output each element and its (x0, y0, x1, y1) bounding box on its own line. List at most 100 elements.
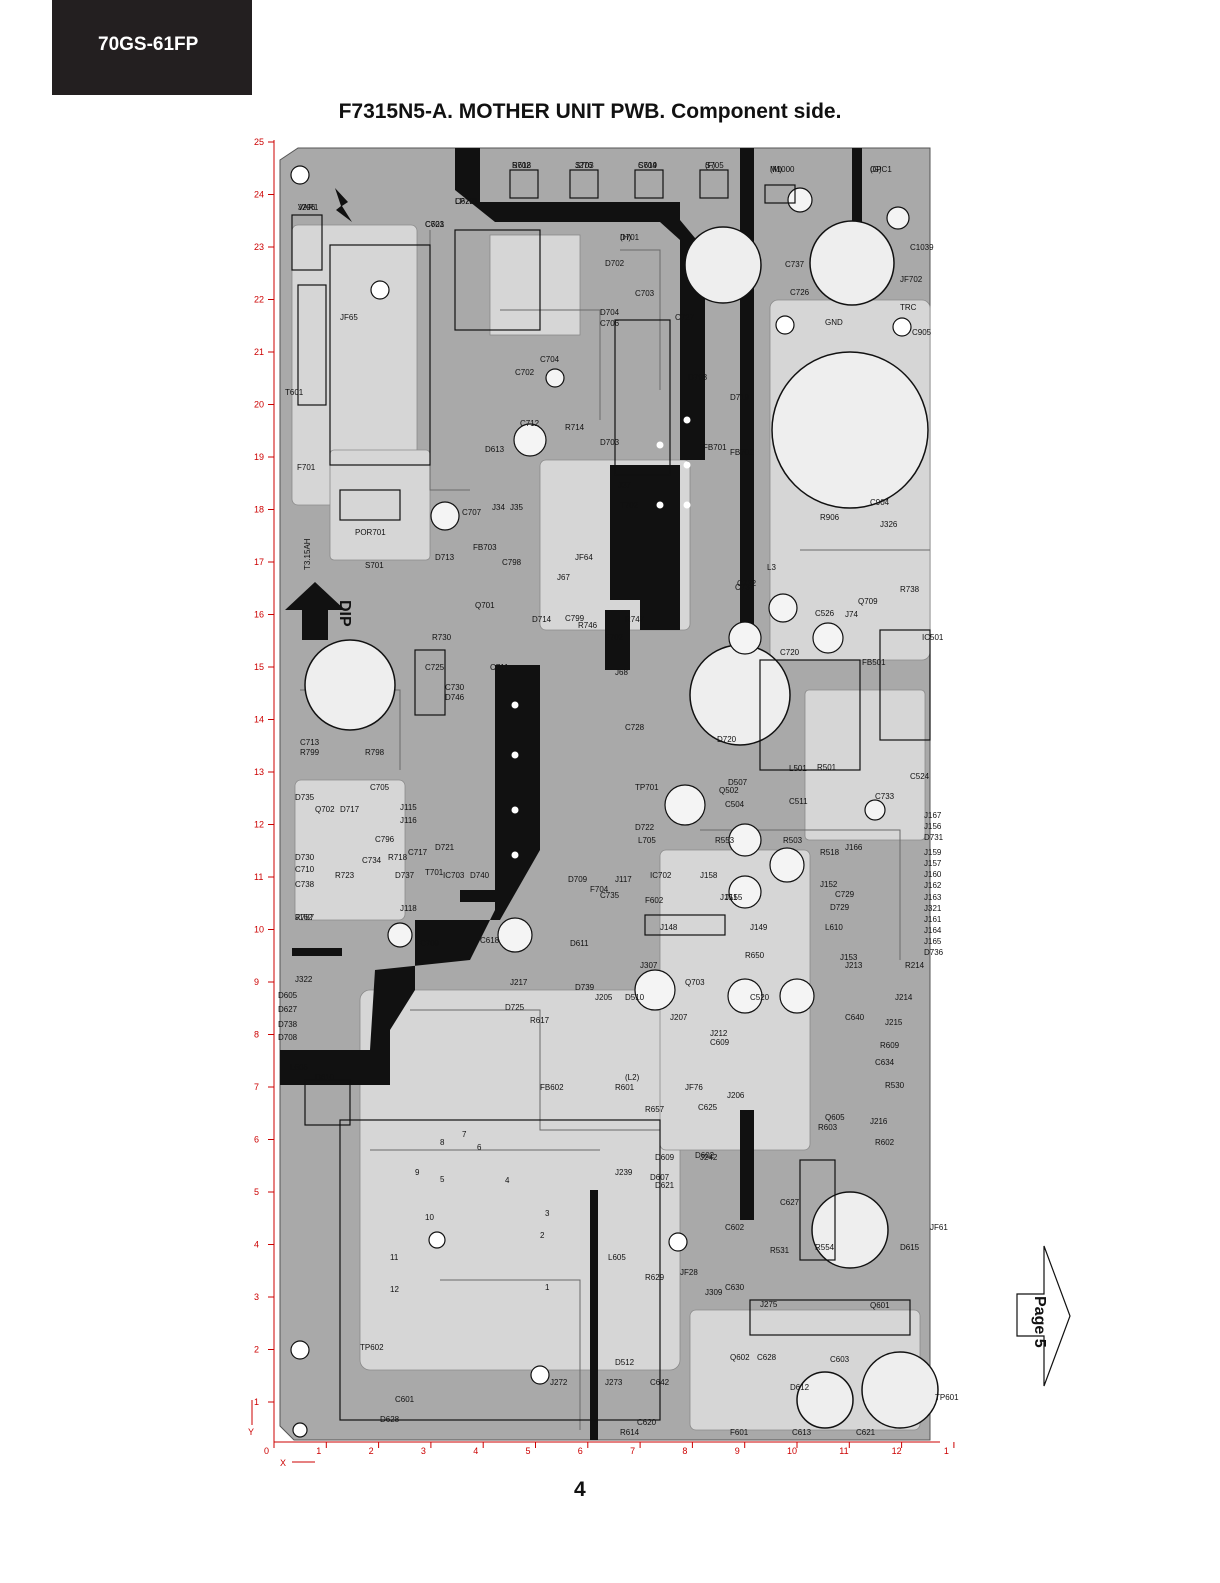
component-ref-label: C729 (835, 890, 855, 899)
component-ref-label: J34 (492, 503, 505, 512)
component-ref-label: FB703 (473, 543, 497, 552)
component-ref-label: TP602 (360, 1343, 384, 1352)
component-ref-label: C712 (520, 419, 540, 428)
component-ref-label: D613 (485, 445, 505, 454)
component-ref-label: D605 (278, 991, 298, 1000)
component-ref-label: (G) (870, 165, 882, 174)
component-ref-label: FB501 (862, 658, 886, 667)
component-ref-label: J157 (924, 859, 942, 868)
y-tick-label: 11 (254, 872, 263, 882)
x-tick-label: 7 (630, 1446, 635, 1456)
component-ref-label: J152 (820, 880, 838, 889)
component-ref-label: J214 (895, 993, 913, 1002)
component-ref-label: R799 (300, 748, 320, 757)
fuse-rating-marking: T3.15AH (303, 538, 312, 570)
x-tick-label: 3 (421, 1446, 426, 1456)
component-ref-label: J117 (615, 875, 632, 884)
component-ref-label: L705 (638, 836, 656, 845)
component-ref-label: J160 (924, 870, 942, 879)
component-ref-label: J322 (295, 975, 313, 984)
component-ref-label: C602 (725, 1223, 745, 1232)
component-ref-label: D713 (435, 553, 455, 562)
arrow-right-icon (1016, 1245, 1071, 1387)
transformer-pin-label: 6 (477, 1143, 482, 1152)
component-ref-label: D507 (728, 778, 748, 787)
x-tick-label: 4 (473, 1446, 478, 1456)
pcb-layout-svg (279, 147, 939, 1441)
component-ref-label: R906 (820, 513, 840, 522)
component-ref-label: J165 (924, 937, 942, 946)
component-ref-label: J148 (660, 923, 678, 932)
component-ref-label: C713 (300, 738, 320, 747)
y-tick-label: 18 (254, 505, 264, 515)
component-ref-label: C710 (295, 865, 315, 874)
component-ref-label: D510 (625, 993, 645, 1002)
component-ref-label: Q702 (315, 805, 335, 814)
component-ref-label: F602 (645, 896, 664, 905)
component-ref-label: C620 (637, 1418, 657, 1427)
component-ref-label: F704 (590, 885, 609, 894)
component-ref-label: JF702 (900, 275, 923, 284)
component-ref-label: C702 (515, 368, 535, 377)
component-ref-label: D708 (278, 1033, 298, 1042)
component-ref-label: C642 (650, 1378, 670, 1387)
component-ref-label: C526 (815, 609, 835, 618)
component-ref-label: J37 (618, 481, 631, 490)
component-ref-label: C727 (675, 313, 695, 322)
component-ref-label: T601 (285, 388, 304, 397)
transformer-pin-label: 5 (440, 1175, 445, 1184)
component-ref-label: R714 (565, 423, 585, 432)
y-tick-label: 12 (254, 820, 264, 830)
component-ref-label: L610 (825, 923, 843, 932)
component-ref-label: R747 (625, 615, 645, 624)
component-ref-label: J321 (924, 904, 942, 913)
component-ref-label: Q709 (858, 597, 878, 606)
component-ref-label: R650 (745, 951, 765, 960)
component-ref-label: J166 (845, 843, 863, 852)
component-ref-label: D729 (830, 903, 850, 912)
component-ref-label: J242 (700, 1153, 718, 1162)
component-ref-label: C798 (502, 558, 522, 567)
component-ref-label: D615 (900, 1243, 920, 1252)
component-ref-label: L605 (608, 1253, 626, 1262)
component-ref-label: J161 (924, 915, 942, 924)
component-ref-label: IC703 (443, 871, 465, 880)
component-ref-label: J159 (924, 848, 942, 857)
component-ref-label: S703 (575, 161, 594, 170)
next-page-arrow[interactable]: Page 5 (1012, 1244, 1072, 1389)
y-tick-label: 7 (254, 1082, 259, 1092)
component-ref-label: C504 (725, 800, 745, 809)
component-ref-label: C627 (780, 1198, 800, 1207)
component-ref-label: JF64 (575, 553, 593, 562)
component-ref-label: D621 (655, 1181, 675, 1190)
component-ref-label: S701 (365, 561, 384, 570)
component-ref-label: D739 (575, 983, 595, 992)
component-ref-label: R657 (645, 1105, 665, 1114)
component-ref-label: R530 (885, 1081, 905, 1090)
component-ref-label: D610 (315, 1073, 335, 1082)
x-tick-label: 5 (526, 1446, 531, 1456)
x-tick-label: 10 (787, 1446, 797, 1456)
component-ref-label: JF28 (680, 1268, 698, 1277)
component-ref-label: D746 (445, 693, 465, 702)
component-ref-label: J212 (710, 1029, 728, 1038)
component-ref-label: D717 (340, 805, 360, 814)
component-ref-label: D736 (924, 948, 944, 957)
component-ref-label: J216 (870, 1117, 888, 1126)
component-ref-label: C619 (638, 161, 658, 170)
component-ref-label: R614 (620, 1428, 640, 1437)
component-ref-label: J163 (924, 893, 942, 902)
x-tick-label: 6 (578, 1446, 583, 1456)
y-tick-label: 16 (254, 610, 264, 620)
component-ref-label: J162 (295, 913, 313, 922)
component-ref-label: (L2) (625, 1073, 640, 1082)
component-ref-label: D738 (278, 1020, 298, 1029)
component-ref-label: J326 (880, 520, 898, 529)
component-ref-label: J205 (595, 993, 613, 1002)
component-ref-label: Q602 (730, 1353, 750, 1362)
component-ref-label: C725 (425, 663, 445, 672)
component-ref-label: J213 (845, 961, 863, 970)
